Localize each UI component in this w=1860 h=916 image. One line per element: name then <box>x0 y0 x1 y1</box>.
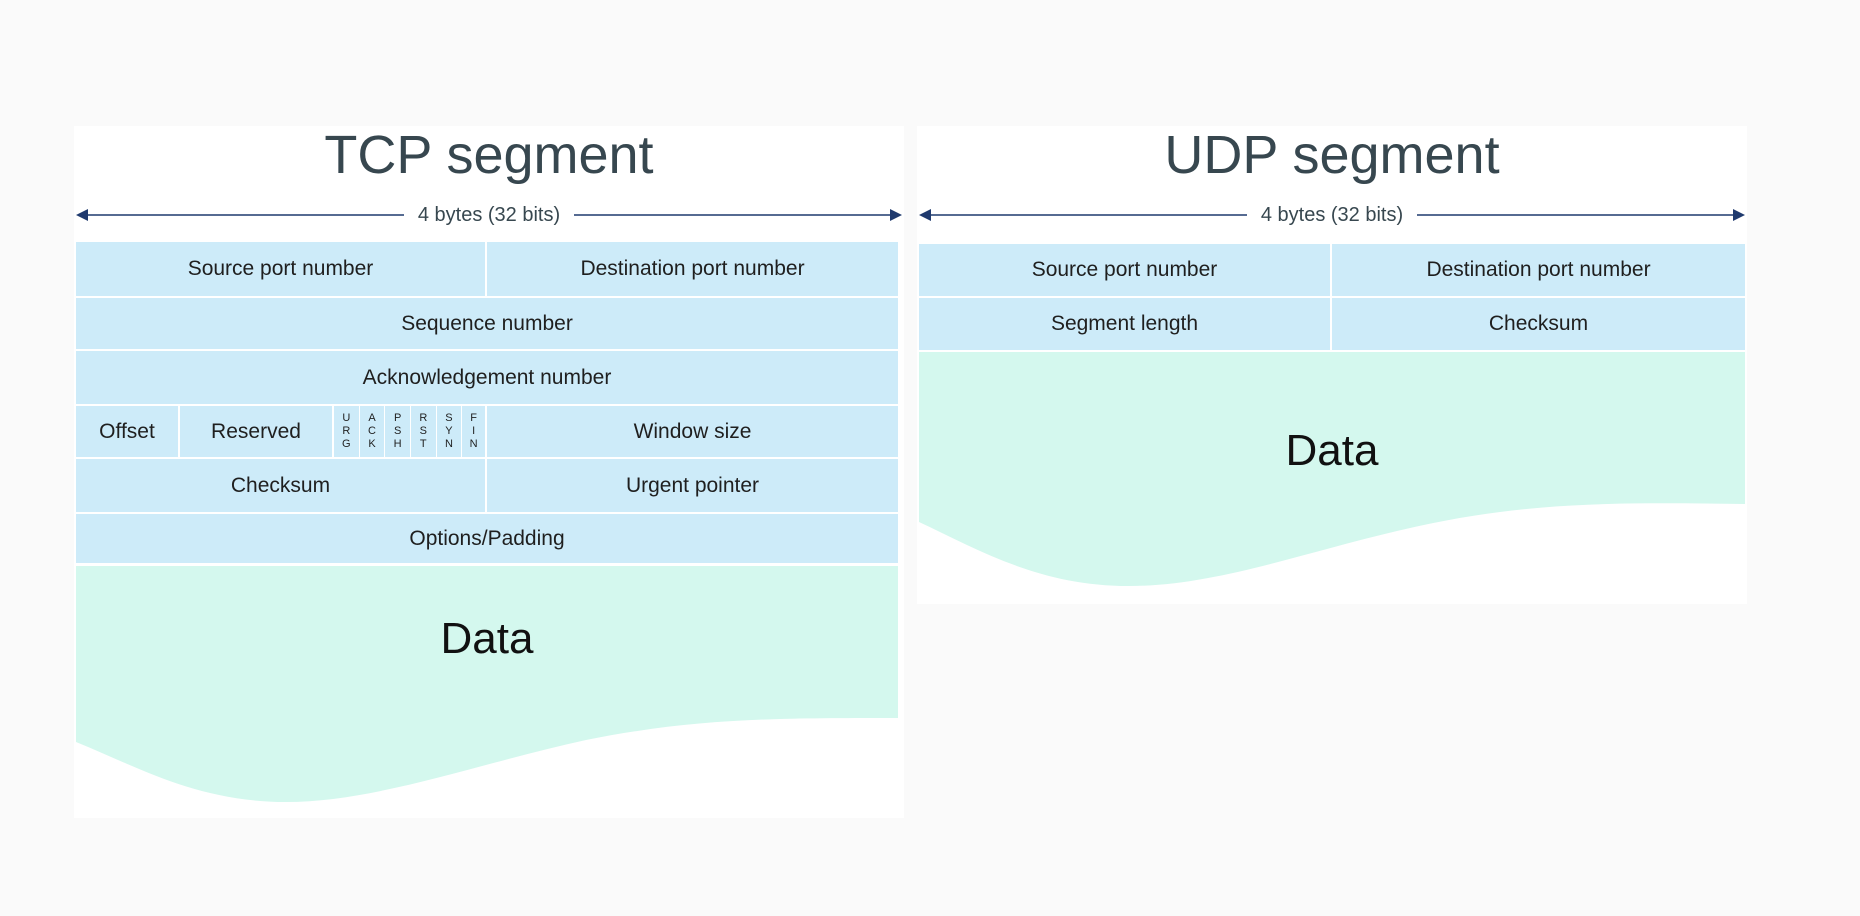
udp-row-ports: Source port number Destination port numb… <box>919 244 1745 298</box>
udp-width-indicator: 4 bytes (32 bits) <box>917 204 1747 226</box>
udp-segment-length-field: Segment length <box>919 298 1332 350</box>
flag-psh: P S H <box>385 406 411 457</box>
tcp-source-port-field: Source port number <box>76 242 487 296</box>
tcp-row-sequence: Sequence number <box>76 298 898 351</box>
flag-letter: R <box>419 412 428 424</box>
udp-data-wave-shape <box>919 352 1745 586</box>
flag-fin: F I N <box>462 406 485 457</box>
udp-segment-diagram: UDP segment 4 bytes (32 bits) Source por… <box>917 126 1747 604</box>
tcp-urgent-pointer-field: Urgent pointer <box>625 473 760 497</box>
tcp-segment-diagram: TCP segment 4 bytes (32 bits) Source por… <box>74 126 904 818</box>
tcp-offset-field: Offset <box>76 406 180 457</box>
flag-letter: N <box>444 438 453 450</box>
flag-letter: S <box>445 412 453 424</box>
tcp-row-acknowledgement: Acknowledgement number <box>76 351 898 406</box>
flag-letter: K <box>368 438 376 450</box>
tcp-width-label: 4 bytes (32 bits) <box>403 204 575 226</box>
udp-width-label: 4 bytes (32 bits) <box>1246 204 1418 226</box>
tcp-acknowledgement-number-field: Acknowledgement number <box>362 365 612 389</box>
tcp-data-area: Data <box>76 566 898 816</box>
tcp-window-size-field: Window size <box>633 419 752 443</box>
tcp-options-padding-field: Options/Padding <box>409 526 565 550</box>
flag-letter: N <box>469 438 478 450</box>
tcp-row-checksum: Checksum Urgent pointer <box>76 459 898 514</box>
flag-letter: Y <box>445 425 453 437</box>
tcp-data-wave-shape <box>76 566 898 802</box>
udp-data-area: Data <box>919 352 1745 602</box>
tcp-checksum-field: Checksum <box>76 459 487 512</box>
flag-letter: P <box>393 412 402 424</box>
flag-urg: U R G <box>334 406 360 457</box>
udp-checksum-field: Checksum <box>1488 312 1589 335</box>
tcp-destination-port-field: Destination port number <box>580 257 805 280</box>
flag-ack: A C K <box>360 406 386 457</box>
tcp-title: TCP segment <box>324 125 654 185</box>
tcp-row-control: Offset Reserved U R G A C K P S H <box>76 406 898 459</box>
flag-letter: T <box>419 438 427 450</box>
tcp-flags-group: U R G A C K P S H R S T <box>334 406 487 457</box>
tcp-sequence-number-field: Sequence number <box>401 311 573 335</box>
tcp-reserved-field: Reserved <box>180 406 334 457</box>
flag-letter: F <box>470 412 477 424</box>
tcp-data-label: Data <box>440 614 534 663</box>
flag-letter: C <box>368 425 376 437</box>
flag-letter: G <box>342 438 351 450</box>
udp-data-label: Data <box>1285 426 1379 475</box>
udp-destination-port-field: Destination port number <box>1426 258 1651 281</box>
udp-title: UDP segment <box>1164 125 1500 185</box>
flag-rst: R S T <box>411 406 437 457</box>
flag-letter: R <box>342 425 351 437</box>
udp-source-port-field: Source port number <box>919 244 1332 296</box>
flag-letter: U <box>342 412 351 424</box>
tcp-width-indicator: 4 bytes (32 bits) <box>74 204 904 226</box>
tcp-row-options: Options/Padding <box>76 514 898 563</box>
tcp-header-grid: Source port number Destination port numb… <box>76 242 898 563</box>
udp-header-grid: Source port number Destination port numb… <box>919 244 1745 350</box>
flag-letter: H <box>393 438 402 450</box>
flag-letter: S <box>419 425 427 437</box>
flag-syn: S Y N <box>437 406 463 457</box>
flag-letter: I <box>472 425 476 437</box>
flag-letter: S <box>393 425 402 437</box>
udp-row-length-checksum: Segment length Checksum <box>919 298 1745 350</box>
tcp-row-ports: Source port number Destination port numb… <box>76 242 898 298</box>
flag-letter: A <box>368 412 376 424</box>
